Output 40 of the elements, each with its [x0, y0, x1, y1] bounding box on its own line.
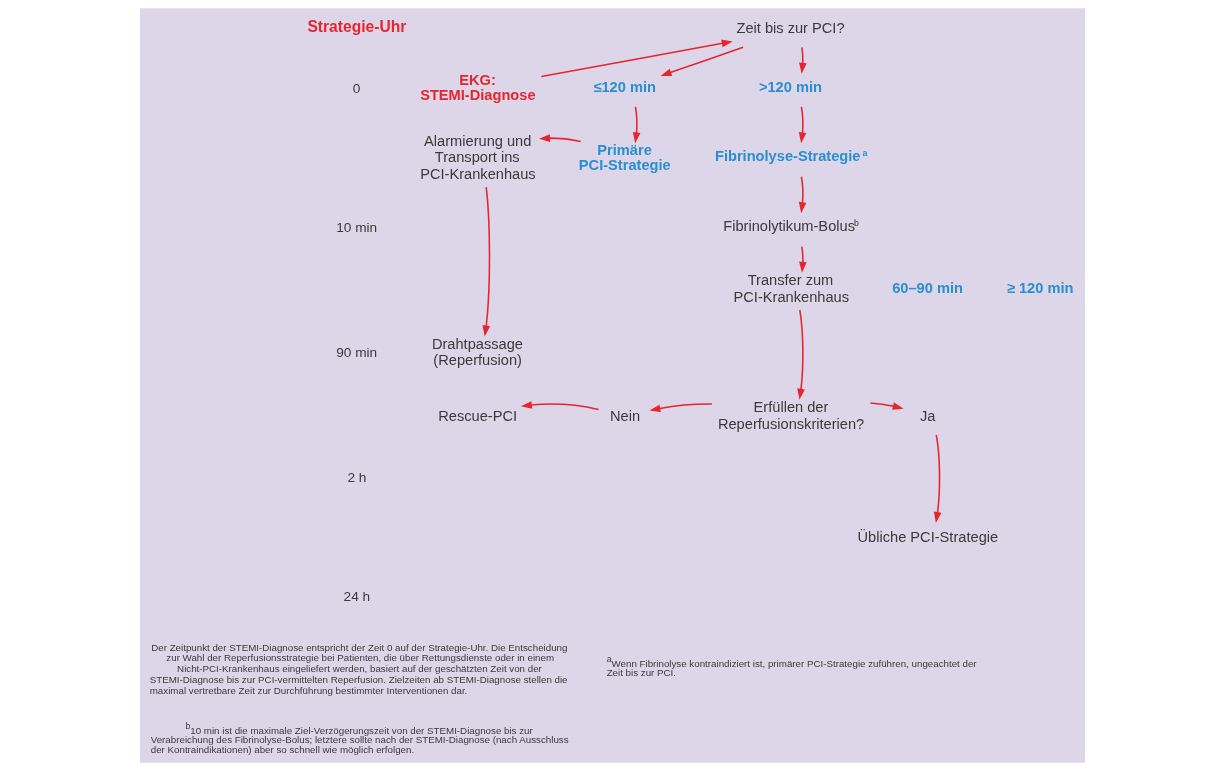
label: $^{a}$Wenn Fibrinolyse kontraindiziert ist, primärer PCI-Strategie zuführen, ungeachtet der Zeit bis zur PCI.	[606, 653, 977, 679]
node-text: Alarmierung und Transport ins PCI-Krankenhaus	[420, 132, 536, 183]
arrow	[520, 401, 600, 411]
node-text: Primäre PCI-Strategie	[578, 142, 671, 173]
node-text: >120 min	[758, 78, 822, 95]
label: 10 min	[336, 220, 378, 236]
node-text: Rescue-PCI	[438, 407, 518, 424]
node-text: Übliche PCI-Strategie	[857, 528, 999, 545]
node-text: Transfer zum PCI-Krankenhaus	[733, 272, 849, 306]
label: $^{b}$10 min ist die maximale Ziel-Verzögerungszeit von der STEMI-Diagnose bis zur Verabreichung des Fibrinolyse-Bolus; letztere sollte nach der STEMI-Diagnose (nach Ausschluss der Kontraindikationen) aber so schnell wie möglich erfolgen.	[150, 720, 569, 756]
label: 0	[352, 80, 361, 96]
node-text: Drahtpassage (Reperfusion)	[431, 335, 523, 369]
arrow	[869, 402, 904, 410]
arrow	[799, 245, 807, 273]
node-text: Nein	[610, 407, 641, 424]
arrow	[482, 186, 491, 337]
arrow	[799, 46, 807, 74]
arrow	[649, 403, 713, 413]
label: ≥ 120 min	[1006, 279, 1074, 296]
label: 2 h	[347, 470, 367, 486]
arrow	[539, 134, 582, 143]
node-text: Zeit bis zur PCI?	[736, 20, 845, 37]
node-text: ≤120 min	[593, 78, 656, 95]
label: Strategie-Uhr	[307, 18, 407, 36]
label: 60–90 min	[892, 279, 963, 296]
arrow	[933, 434, 942, 523]
arrow	[798, 176, 807, 214]
arrow	[660, 46, 744, 76]
arrow	[632, 106, 641, 144]
node-text: Fibrinolyse-Strategie$^{a}$	[715, 148, 868, 165]
node-text: Ja	[920, 407, 936, 424]
label: Der Zeitpunkt der STEMI-Diagnose entspricht der Zeit 0 auf der Strategie-Uhr. Die Entscheidung zur Wahl der Reperfusionsstrategie bei Patienten, die über Rettungsdienste oder in einem Nicht-PCI-Krankenhaus eingeliefert werden, basiert auf der geschätzten Zeit von der STEMI-Diagnose bis zur PCI-vermittelten Reperfusion. Zielzeiten ab STEMI-Diagnose stellen die maximal vertretbare Zeit zur Durchführung bestimmter Interventionen dar.	[149, 641, 568, 696]
arrow	[798, 106, 807, 144]
node-text: Erfüllen der Reperfusionskriterien?	[717, 399, 865, 432]
arrow	[540, 39, 733, 78]
label: 24 h	[343, 589, 371, 605]
label: 90 min	[336, 345, 378, 361]
node-text: Fibrinolytikum-Bolus$^{b}$	[723, 218, 860, 235]
arrow	[797, 309, 805, 400]
node-text: EKG: STEMI-Diagnose	[420, 72, 536, 103]
